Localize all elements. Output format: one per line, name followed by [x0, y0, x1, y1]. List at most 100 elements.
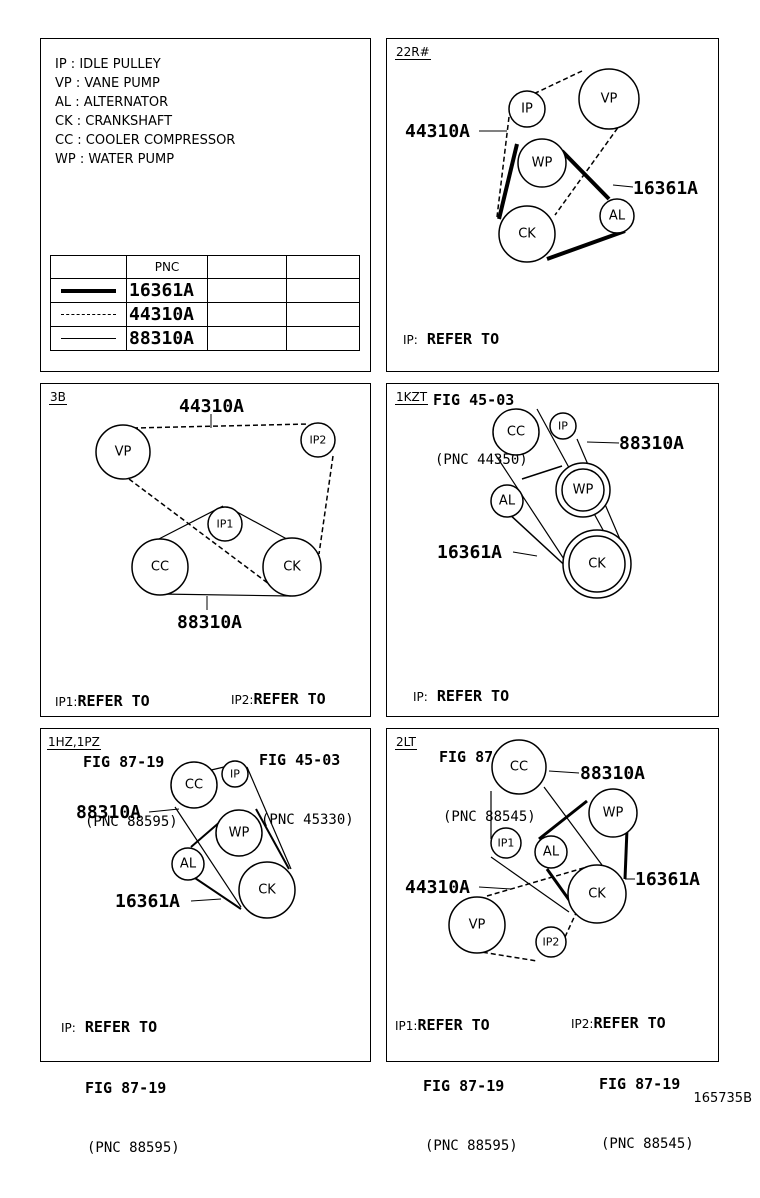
leader-line [586, 441, 620, 444]
pulley-cc [131, 538, 189, 596]
engine-tag: 2LT [395, 735, 417, 750]
legend-item-ck: CK : CRANKSHAFT [55, 114, 173, 129]
pulley-label-wp: WP [229, 826, 250, 841]
pulley-label-vp: VP [469, 918, 486, 933]
legend-item-vp: VP : VANE PUMP [55, 76, 160, 91]
pulley-ip [549, 412, 577, 440]
pulley-ck [567, 864, 627, 924]
note-line1: REFER TO [426, 330, 500, 348]
legend-item-cc: CC : COOLER COMPRESSOR [55, 133, 236, 148]
legend-panel: IP : IDLE PULLEY VP : VANE PUMP AL : ALT… [40, 38, 371, 372]
belt-dashed-44310a [128, 423, 334, 585]
panel-1kzt: 1KZT CC IP AL WP CK 88310A [386, 383, 719, 825]
pulley-wp [215, 809, 263, 857]
leader-line [612, 184, 634, 188]
note-prefix: IP2: [231, 693, 254, 707]
belt-diagram: VP IP2 IP1 CC CK 44310A 88310A [95, 396, 336, 633]
pulley-label-ip1: IP1 [217, 518, 234, 531]
solid-belt-swatch [61, 288, 116, 293]
note-line1: REFER TO [436, 687, 510, 705]
note-ip: IP: REFER TO FIG 87-19 (PNC 88595) [61, 977, 180, 1198]
note-line1: REFER TO [77, 692, 150, 710]
pulley-ip [508, 90, 546, 128]
pulley-label-ip2: IP2 [310, 434, 327, 447]
legend-item-wp: WP : WATER PUMP [55, 152, 175, 167]
note-line3: (PNC 44350) [435, 452, 528, 468]
belt-dashed-44310a [474, 866, 588, 962]
note-line3: (PNC 88595) [85, 814, 178, 830]
pulley-label-wp: WP [532, 156, 553, 171]
callout-88310a: 88310A [619, 433, 684, 454]
pulley-wp [555, 462, 611, 518]
callout-44310a: 44310A [179, 396, 244, 417]
pulley-cc [491, 739, 547, 795]
callout-16361a: 16361A [635, 869, 700, 890]
leader-line [548, 770, 580, 774]
pulley-label-ip: IP [521, 102, 533, 117]
pnc-code-thin: 88310A [126, 326, 208, 351]
pulley-label-cc: CC [185, 778, 203, 793]
pulley-label-al: AL [180, 857, 197, 872]
note-line1: REFER TO [593, 1014, 666, 1032]
callout-16361a: 16361A [115, 891, 180, 912]
pulley-ck [262, 537, 322, 597]
pulley-wp [517, 138, 567, 188]
leader-line [512, 551, 538, 557]
note-line3: (PNC 88545) [443, 809, 536, 825]
pulleys [170, 760, 296, 919]
callout-88310a: 88310A [177, 612, 242, 633]
pulley-label-cc: CC [507, 425, 525, 440]
callout-44310a: 44310A [405, 877, 470, 898]
pulley-label-ck: CK [588, 557, 606, 572]
belt-solid-16361a [188, 808, 290, 910]
belt-diagram: CC IP WP AL CK 88310A 16361A [76, 760, 296, 919]
pulleys [448, 739, 638, 958]
pulley-ip [221, 760, 249, 788]
note-prefix: IP: [413, 690, 428, 704]
pulley-ck [562, 529, 632, 599]
panel-22r: 22R# IP VP WP CK AL 44310A 16361 [386, 38, 719, 468]
pnc-row-dashed: 44310A [50, 302, 360, 327]
pulley-al [490, 484, 524, 518]
note-prefix: IP1: [395, 1019, 418, 1033]
note-line1: REFER TO [417, 1016, 490, 1034]
leader-line [148, 808, 180, 813]
pulley-ck [498, 205, 556, 263]
pulleys [95, 422, 336, 597]
note-line2: FIG 45-03 [259, 751, 341, 769]
engine-tag: 1KZT [395, 390, 429, 405]
pulley-label-ck: CK [283, 560, 301, 575]
belt-diagram: CC WP IP1 AL CK VP IP2 88310A 16361A 443… [405, 739, 700, 962]
note-ip: IP: REFER TO FIG 45-03 (PNC 44350) [403, 289, 528, 510]
note-line2: FIG 87-19 [85, 1079, 167, 1097]
callout-16361a: 16361A [437, 542, 502, 563]
belt-diagram: CC IP AL WP CK 88310A 16361A [437, 408, 684, 599]
pulley-ip2 [300, 422, 336, 458]
pnc-table-header: PNC [50, 255, 360, 279]
note-line2: FIG 45-03 [433, 391, 515, 409]
pnc-table: PNC 16361A 44310A 88310A [50, 255, 360, 351]
note-line3: (PNC 88595) [87, 1140, 180, 1156]
pulley-ip1 [207, 506, 243, 542]
panel-2lt: 2LT CC WP IP1 AL [386, 728, 719, 1154]
pulley-label-cc: CC [510, 760, 528, 775]
pulley-label-ip1: IP1 [498, 837, 515, 850]
pulley-label-wp: WP [603, 806, 624, 821]
pulley-vp [448, 896, 506, 954]
callout-88310a: 88310A [580, 763, 645, 784]
note-prefix: IP2: [571, 1017, 594, 1031]
callout-44310a: 44310A [405, 121, 470, 142]
pnc-code-solid: 16361A [126, 278, 208, 303]
pulley-wp [588, 788, 638, 838]
note-prefix: IP: [403, 333, 418, 347]
pulley-ck [238, 861, 296, 919]
pulley-al [534, 835, 568, 869]
pulley-label-al: AL [609, 209, 626, 224]
pulley-label-ip: IP [230, 768, 240, 781]
pulley-ip1 [490, 827, 522, 859]
pulley-label-vp: VP [115, 445, 132, 460]
callout-16361a: 16361A [633, 178, 698, 199]
panel-1hz-1pz: 1HZ,1PZ CC IP WP AL CK 88310A 16 [40, 728, 371, 1156]
pulley-label-ck: CK [258, 883, 276, 898]
belt-diagram: IP VP WP CK AL 44310A 16361A [405, 68, 698, 263]
